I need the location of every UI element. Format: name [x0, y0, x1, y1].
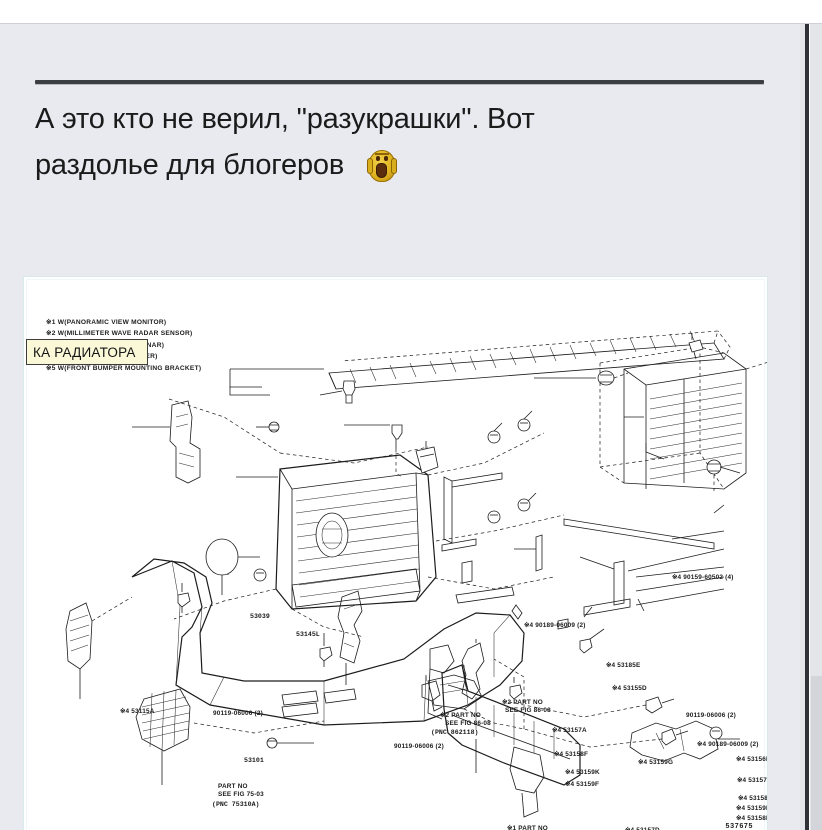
exploded-parts-drawing: .st { fill:none; stroke:#1c1c1c; stroke-… — [65, 330, 767, 818]
part-callout-c03: ※4 90159-60502 (4) — [672, 574, 734, 581]
part-callout-c04: ※4 90189-06009 (2) — [524, 622, 586, 629]
emoji-hand-left — [367, 158, 374, 174]
grommet-90189-upper — [534, 370, 629, 386]
part-callout-c06: ※4 53155D — [612, 685, 647, 692]
scrollbar-thumb[interactable] — [805, 24, 809, 830]
emoji-brow — [375, 153, 390, 155]
fastener-90159 — [688, 333, 704, 360]
sonar-sensor-lower — [523, 728, 689, 748]
bracket-53145A-right — [629, 720, 740, 762]
part-callout-c28: SEE FIG 75-03 — [218, 791, 264, 798]
post-divider-shadow — [35, 84, 764, 85]
emoji-eye-left — [376, 156, 381, 161]
top-strip-divider — [0, 23, 822, 24]
bracket-53115A-right — [337, 590, 363, 685]
clip-pair-lower — [487, 492, 537, 524]
part-callout-c32: ※4 53157D — [625, 827, 660, 830]
bumper-screw-right — [319, 633, 333, 667]
upper-grille-trim — [328, 330, 731, 390]
bumper-screw-left — [177, 583, 191, 613]
clip-53145L — [342, 380, 356, 404]
part-callout-c27: PART NO — [218, 783, 248, 790]
assembly-dash-6 — [173, 588, 277, 620]
part-callout-c19: ※4 90189-06009 (2) — [697, 741, 759, 748]
radiator-grille-53101 — [236, 454, 437, 610]
part-callout-c02: 53145L — [296, 631, 320, 638]
legend-item-2: ※2 W(MILLIMETER WAVE RADAR SENSOR) — [46, 330, 193, 338]
active-grille-shutter — [599, 346, 767, 490]
post-text-line-2: раздолье для блогеров — [35, 149, 345, 181]
leader-53155D — [645, 443, 665, 460]
part-callout-c21: ※4 53157A — [737, 777, 768, 784]
bracket-53115A-left — [132, 400, 201, 484]
bottom-dash-3 — [493, 658, 525, 729]
part-callout-c23: ※4 53159K — [736, 805, 768, 812]
part-callout-c16: ※4 53159G — [638, 759, 674, 766]
part-callout-c20: ※4 53156E — [736, 756, 768, 763]
post-text-line-1: А это кто не верил, "разукрашки". Вот — [35, 103, 535, 135]
bottom-dash-1 — [193, 720, 325, 734]
legend-item-1: ※1 W(PANORAMIC VIEW MONITOR) — [46, 319, 167, 326]
emoji-eye-right — [384, 156, 389, 161]
drawing-number: 537675 — [725, 823, 753, 830]
part-callout-c11: (PNC 862118) — [431, 729, 479, 736]
part-callout-c24: ※4 53158F — [736, 815, 768, 822]
grommet-90189-lower — [706, 459, 741, 491]
sonar-sensor-upper — [503, 696, 675, 718]
part-callout-c10: SEE FIG 86-08 — [445, 720, 491, 727]
part-callout-c26: 90119-06006 (2) — [394, 743, 444, 750]
legend-item-5: ※5 W(FRONT BUMPER MOUNTING BRACKET) — [46, 364, 202, 372]
part-callout-c37: ※1 PART NO — [507, 825, 548, 830]
parts-diagram-image[interactable]: .st { fill:none; stroke:#1c1c1c; stroke-… — [23, 276, 768, 830]
part-callout-c13: SEE FIG 86-08 — [505, 707, 551, 714]
grommet-90119-left — [256, 421, 280, 433]
bracket-53145A-left — [461, 639, 485, 700]
bolt-90467-group — [266, 628, 723, 749]
part-callout-c05: ※4 53185E — [606, 662, 641, 669]
side-garnish-53112B — [65, 596, 133, 699]
screaming-face-emoji — [366, 149, 398, 183]
part-callout-c07: ※4 53115A — [120, 708, 155, 715]
part-callout-c25: 53101 — [244, 757, 264, 764]
radiator-highlight-text: КА РАДИАТОРА — [33, 344, 136, 360]
part-callout-c08: 90119-06006 (2) — [213, 710, 263, 717]
part-callout-c29: (PNC 75310A) — [212, 801, 260, 808]
clip-pair-upper — [487, 410, 533, 444]
screw-top-center — [344, 424, 403, 478]
callout-bracket-53039 — [229, 368, 343, 396]
emoji-hand-right — [391, 158, 398, 174]
clip-53141B — [421, 675, 443, 712]
part-callout-c14: ※4 53157A — [552, 727, 587, 734]
assembly-dash-1 — [168, 398, 281, 454]
part-callout-c22: ※4 53158F — [738, 795, 768, 802]
post-text-line-2-row: раздолье для блогеров — [35, 142, 755, 188]
part-callout-c17: ※4 53159K — [565, 769, 600, 776]
top-white-strip — [0, 0, 822, 24]
part-callout-c12: ※2 PART NO — [502, 699, 543, 706]
post-divider-rule — [35, 80, 764, 84]
clamp-862118 — [415, 441, 439, 474]
part-callout-c62: 90119-06006 (2) — [686, 712, 736, 719]
part-callout-c15: ※4 53158F — [554, 751, 589, 758]
clip-lower-left — [253, 568, 267, 582]
assembly-dash-4 — [435, 514, 565, 542]
fog-cover-75310A — [205, 538, 260, 595]
part-callout-c09: ※2 PART NO — [440, 712, 481, 719]
assembly-dash-2 — [279, 446, 429, 464]
bumper-reinforcement-53111 — [427, 644, 581, 818]
fog-grille-mesh-53113B — [135, 688, 191, 785]
gutter-panel — [811, 676, 822, 830]
assembly-dash-3 — [427, 432, 545, 476]
assembly-dash-5 — [427, 576, 555, 590]
radiator-highlight-overlay: КА РАДИАТОРА — [26, 339, 148, 365]
bottom-dash-2 — [463, 708, 525, 730]
front-bumper-cover — [131, 558, 525, 726]
shutter-linkage-rods — [441, 472, 725, 630]
post-body: А это кто не верил, "разукрашки". Вот ра… — [0, 24, 800, 830]
post-text: А это кто не верил, "разукрашки". Вот ра… — [35, 96, 755, 188]
part-callout-c18: ※4 53159F — [565, 781, 600, 788]
emoji-mouth — [376, 163, 388, 178]
part-callout-c01: 53039 — [250, 613, 270, 620]
